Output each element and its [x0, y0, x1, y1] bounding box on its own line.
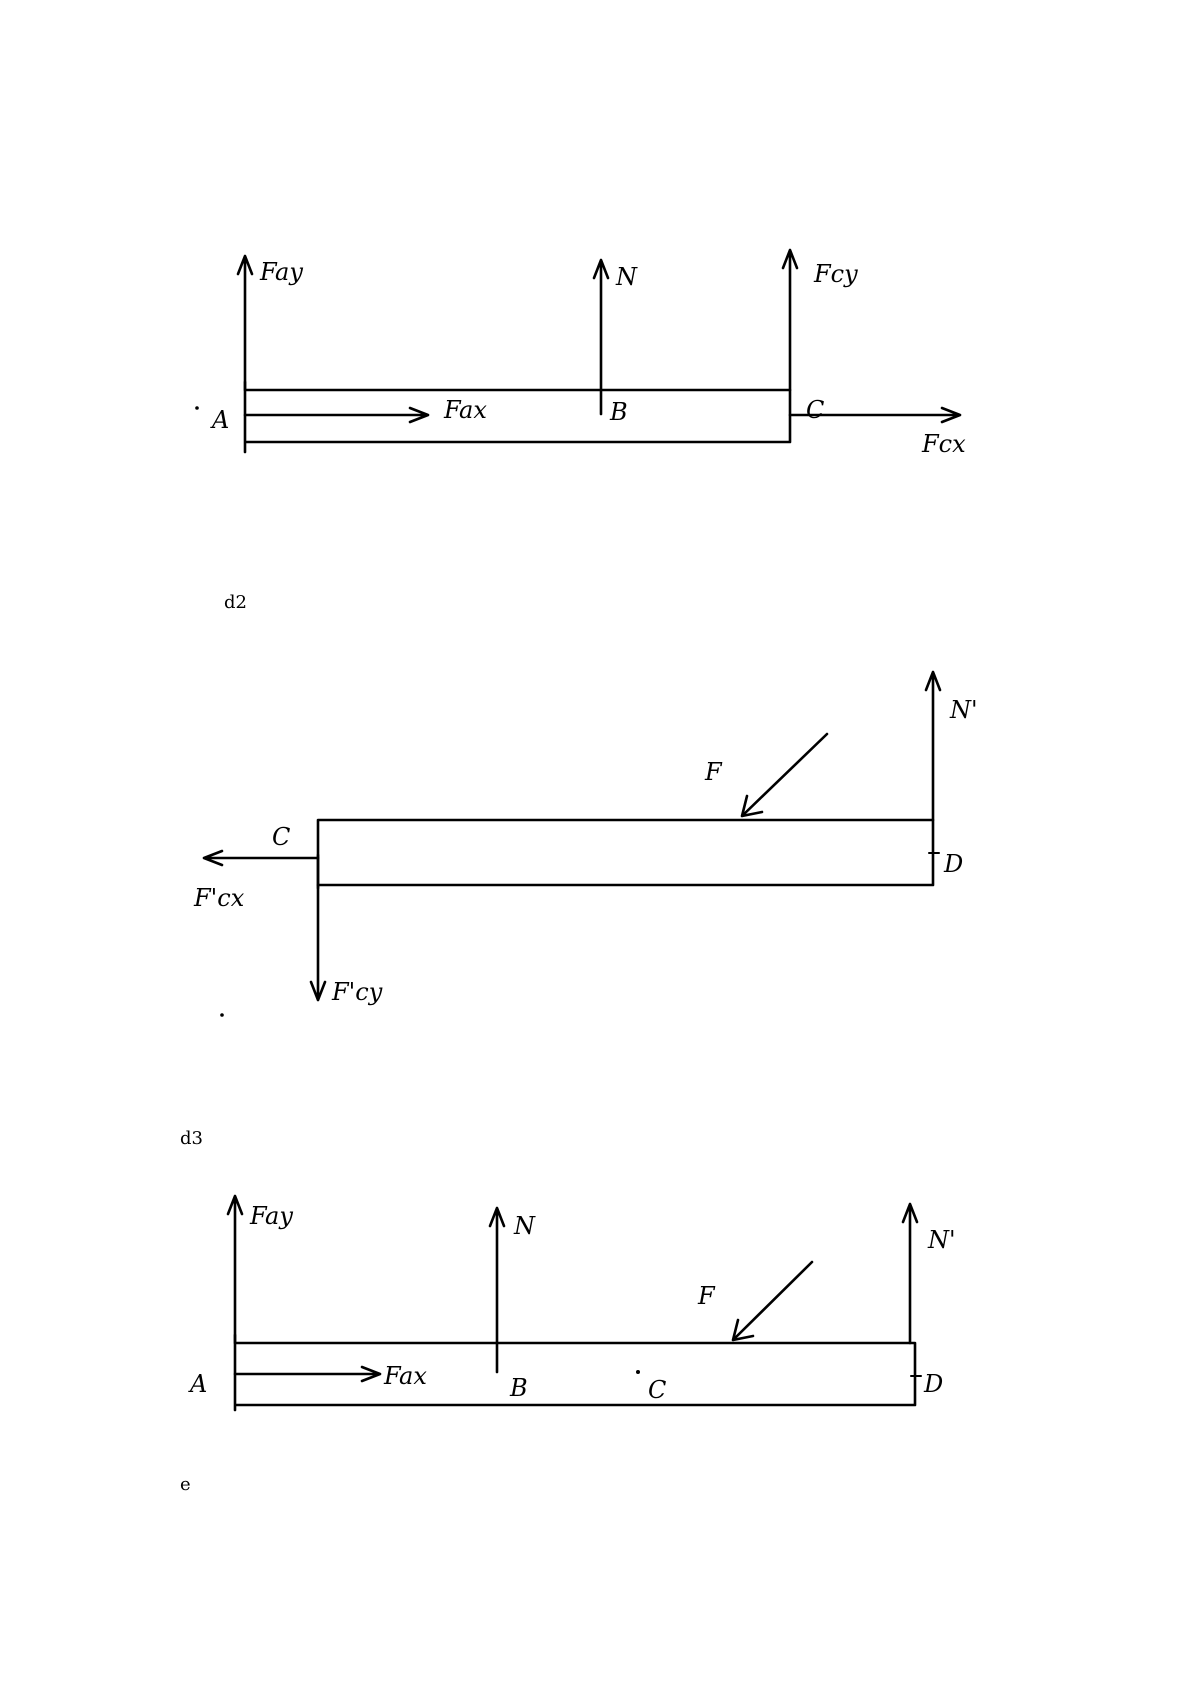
- caption-e: e: [180, 1474, 191, 1495]
- diagram-1-n-label: N: [615, 263, 638, 291]
- diagram-2-beam: [316, 818, 935, 887]
- caption-d3: d3: [180, 1128, 203, 1149]
- diagram-1-fcy-arrow: [781, 248, 799, 392]
- diagram-1-a-label: A: [210, 406, 229, 434]
- diagram-3-n-label: N: [513, 1212, 536, 1240]
- caption-d2: d2: [224, 592, 247, 613]
- diagram-1-n-arrow: [592, 258, 610, 416]
- diagram-2-n-prime-arrow: [924, 670, 942, 822]
- diagram-1: Fay N Fcy Fax Fcx A B C: [195, 248, 966, 458]
- diagram-2-f-arrow: [740, 732, 829, 818]
- diagram-3: Fay N N' F Fax A B C D: [188, 1194, 956, 1412]
- diagram-3-fax-arrow: [233, 1365, 382, 1383]
- diagram-1-c-label: C: [806, 396, 824, 424]
- diagram-3-fax-label: Fax: [383, 1362, 427, 1390]
- diagram-1-b-label: B: [609, 398, 628, 426]
- diagram-1-beam: [243, 380, 792, 454]
- diagram-2-fcx-prime-label: F'cx: [193, 884, 245, 912]
- diagram-1-fax-arrow: [243, 406, 430, 424]
- diagram-1-fcy-label: Fcy: [813, 260, 858, 288]
- diagram-3-fay-label: Fay: [249, 1202, 293, 1230]
- diagram-1-fax-label: Fax: [443, 396, 487, 424]
- diagram-2-dot: [220, 1013, 224, 1017]
- diagram-3-fay-arrow: [226, 1194, 244, 1345]
- diagram-1-fcx-arrow: [788, 406, 962, 424]
- diagram-2-f-label: F: [704, 758, 723, 786]
- diagram-3-a-label: A: [188, 1370, 207, 1398]
- diagram-3-f-label: F: [697, 1282, 716, 1310]
- diagram-2-d-label: D: [943, 850, 963, 878]
- diagram-3-beam: [233, 1333, 917, 1412]
- diagram-2: N' F F'cx F'cy C D: [193, 670, 978, 1017]
- diagram-3-c-dot: [636, 1370, 640, 1374]
- diagram-2-fcy-prime-arrow: [309, 883, 327, 1002]
- diagram-1-fay-label: Fay: [259, 258, 303, 286]
- diagram-1-fcx-label: Fcx: [921, 430, 966, 458]
- diagram-3-n-prime-arrow: [901, 1202, 919, 1345]
- diagram-3-n-prime-label: N': [927, 1226, 956, 1254]
- diagram-3-c-label: C: [648, 1376, 666, 1404]
- diagram-1-dot: [195, 406, 199, 410]
- diagram-2-fcx-prime-arrow: [202, 849, 320, 867]
- diagram-3-b-label: B: [509, 1374, 528, 1402]
- diagram-2-c-label: C: [272, 823, 290, 851]
- diagram-2-fcy-prime-label: F'cy: [331, 978, 383, 1006]
- diagram-2-n-prime-label: N': [949, 696, 978, 724]
- diagram-3-d-label: D: [923, 1370, 943, 1398]
- diagram-3-n-arrow: [488, 1206, 506, 1374]
- diagram-1-fay-arrow: [236, 254, 254, 392]
- diagram-3-f-arrow: [731, 1260, 814, 1342]
